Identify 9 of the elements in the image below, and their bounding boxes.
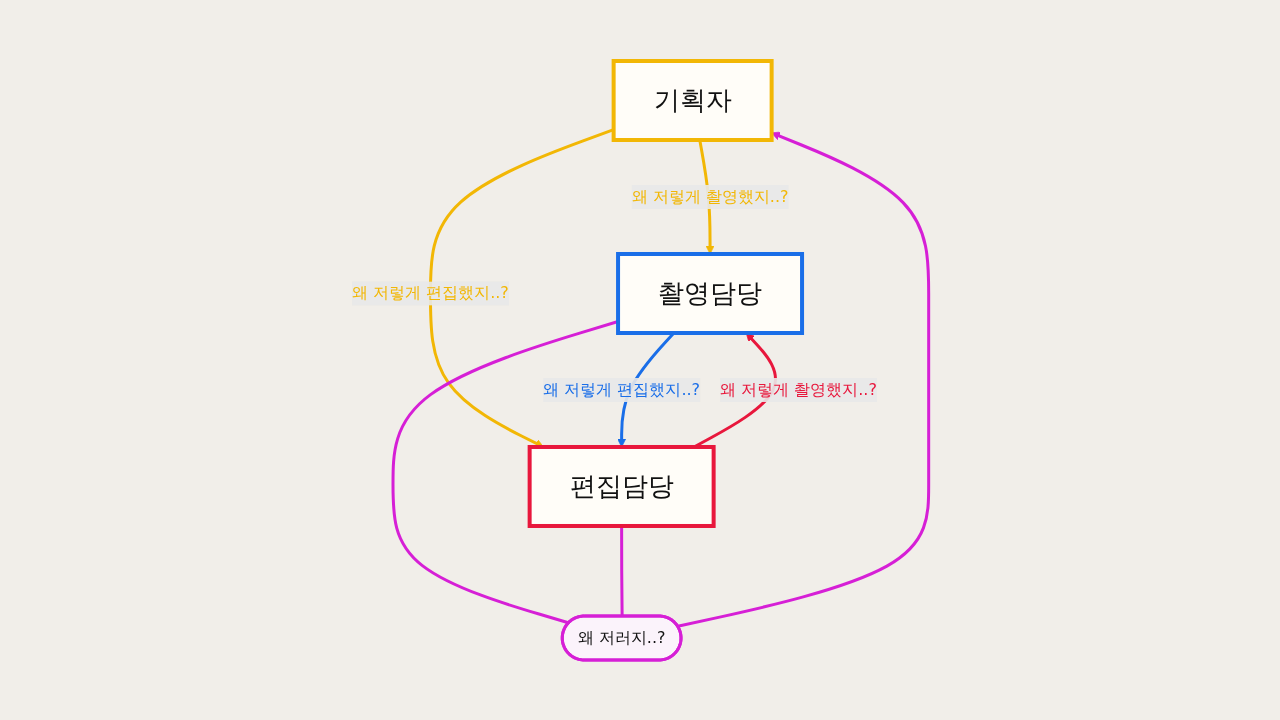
node-box: 촬영담당 (615, 251, 804, 335)
edge-label: 왜 저렇게 편집했지..? (351, 282, 509, 302)
arrow (677, 131, 930, 628)
node-box: 편집담당 (527, 444, 716, 528)
node-box: 기획자 (611, 58, 774, 142)
edge-label: 왜 저렇게 촬영했지..? (631, 186, 789, 206)
edge-label: 왜 저렇게 촬영했지..? (719, 379, 877, 399)
edge-label: 왜 저렇게 편집했지..? (542, 379, 700, 399)
connector (619, 525, 624, 616)
